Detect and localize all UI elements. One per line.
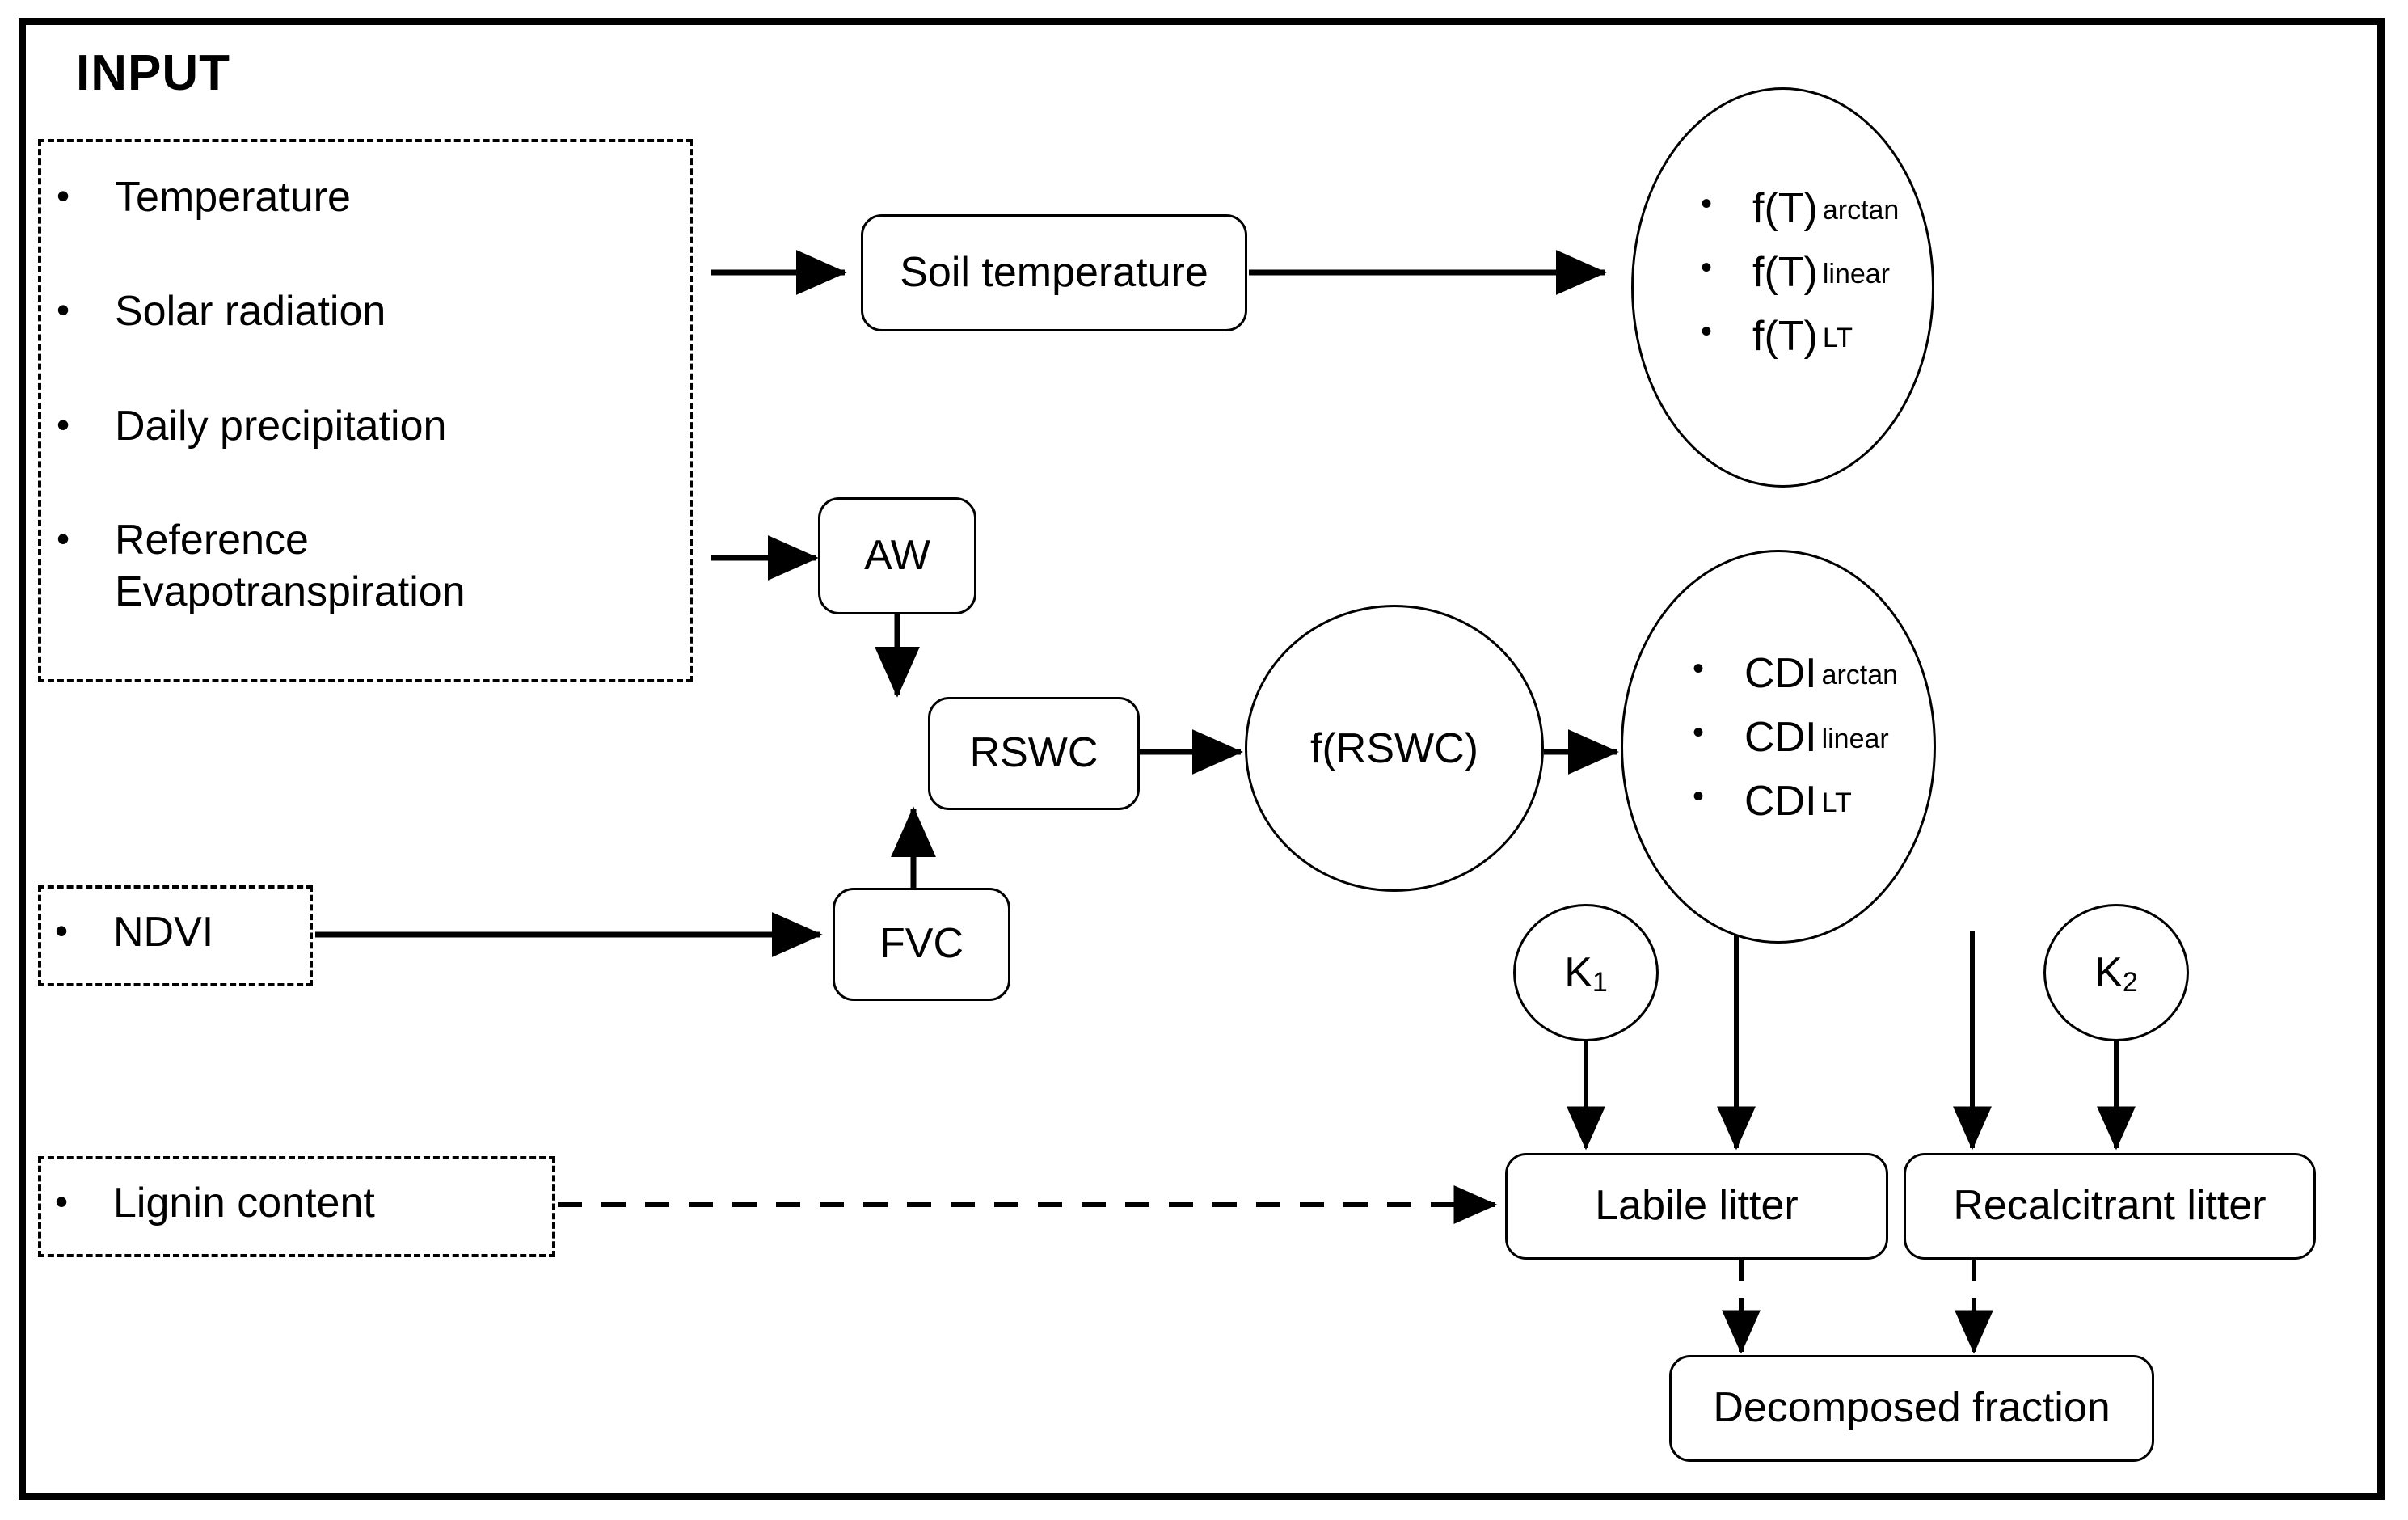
node-label: K xyxy=(2094,949,2123,996)
list-item-subscript: linear xyxy=(1822,259,1891,290)
node-fvc[interactable]: FVC xyxy=(833,888,1010,1001)
bullet-icon: • xyxy=(1701,314,1713,350)
list-item-cdi-linear: • CDI linear xyxy=(1689,714,1964,762)
list-item-ft-lt: • f(T) LT xyxy=(1697,314,1964,360)
node-rswc[interactable]: RSWC xyxy=(928,697,1140,810)
bullet-icon: • xyxy=(1701,186,1713,222)
bullet-icon: • xyxy=(57,175,70,217)
list-item-label: f(T) xyxy=(1752,185,1818,232)
diagram-outer-border xyxy=(19,18,2385,1500)
node-cdi-circle[interactable] xyxy=(1621,550,1936,944)
list-item-label: Daily precipitation xyxy=(115,402,447,450)
bullet-icon: • xyxy=(57,517,70,560)
node-recalcitrant-litter[interactable]: Recalcitrant litter xyxy=(1904,1153,2316,1260)
page-title: INPUT xyxy=(76,45,230,101)
node-soil-temperature[interactable]: Soil temperature xyxy=(861,214,1247,331)
node-label: Decomposed fraction xyxy=(1713,1384,2111,1432)
node-label-subscript: 1 xyxy=(1592,966,1608,998)
node-label: RSWC xyxy=(969,729,1099,777)
list-item-label: Lignin content xyxy=(113,1180,375,1227)
node-label: K xyxy=(1564,949,1592,996)
node-label: Recalcitrant litter xyxy=(1953,1182,2267,1230)
list-item-daily-precipitation: • Daily precipitation xyxy=(48,401,687,452)
list-item-lignin-content: • Lignin content xyxy=(47,1178,556,1229)
lignin-dashed-block xyxy=(38,1156,555,1257)
node-labile-litter[interactable]: Labile litter xyxy=(1505,1153,1888,1260)
list-item-cdi-arctan: • CDI arctan xyxy=(1689,650,1964,697)
bullet-icon: • xyxy=(55,910,69,952)
list-item-label: Solar radiation xyxy=(115,288,386,336)
list-item-subscript: arctan xyxy=(1822,195,1900,226)
node-decomposed-fraction[interactable]: Decomposed fraction xyxy=(1669,1355,2154,1462)
list-item-reference-evapotranspiration: • Reference Evapotranspiration xyxy=(48,515,687,618)
bullet-icon: • xyxy=(55,1180,69,1222)
input-dashed-block xyxy=(38,139,693,682)
list-item-cdi-lt: • CDI LT xyxy=(1689,779,1964,825)
bullet-icon: • xyxy=(1693,779,1705,815)
bullet-icon: • xyxy=(1693,715,1705,751)
list-item-label: CDI xyxy=(1744,650,1817,697)
list-item-subscript: LT xyxy=(1822,323,1853,354)
list-item-ft-arctan: • f(T) arctan xyxy=(1697,185,1964,232)
list-item-subscript: linear xyxy=(1821,724,1889,755)
ndvi-dashed-block xyxy=(38,885,313,986)
list-item-subscript: LT xyxy=(1821,787,1852,819)
node-label: FVC xyxy=(879,920,964,968)
bullet-icon: • xyxy=(57,403,70,445)
node-label: AW xyxy=(864,531,930,579)
node-frswc-circle[interactable]: f(RSWC) xyxy=(1245,605,1544,892)
node-label-subscript: 2 xyxy=(2122,966,2138,998)
list-item-label: f(T) xyxy=(1752,249,1818,297)
list-item-subscript: arctan xyxy=(1821,660,1899,690)
bullet-icon: • xyxy=(1693,651,1705,686)
list-item-label: Reference Evapotranspiration xyxy=(115,517,466,615)
list-item-solar-radiation: • Solar radiation xyxy=(48,286,687,337)
bullet-icon: • xyxy=(1701,250,1713,286)
node-aw[interactable]: AW xyxy=(818,497,976,614)
node-label: Labile litter xyxy=(1595,1182,1799,1230)
list-item-label: f(T) xyxy=(1752,313,1818,361)
node-label: Soil temperature xyxy=(900,248,1208,296)
list-item-label: NDVI xyxy=(113,909,214,956)
list-item-label: Temperature xyxy=(115,174,351,221)
node-ft-circle[interactable] xyxy=(1631,87,1934,488)
list-item-label: CDI xyxy=(1744,714,1817,762)
list-item-temperature: • Temperature xyxy=(48,172,687,223)
node-label: f(RSWC) xyxy=(1310,724,1478,772)
list-item-ft-linear: • f(T) linear xyxy=(1697,249,1964,297)
list-item-ndvi: • NDVI xyxy=(47,907,314,958)
bullet-icon: • xyxy=(57,289,70,331)
list-item-label: CDI xyxy=(1744,778,1817,825)
